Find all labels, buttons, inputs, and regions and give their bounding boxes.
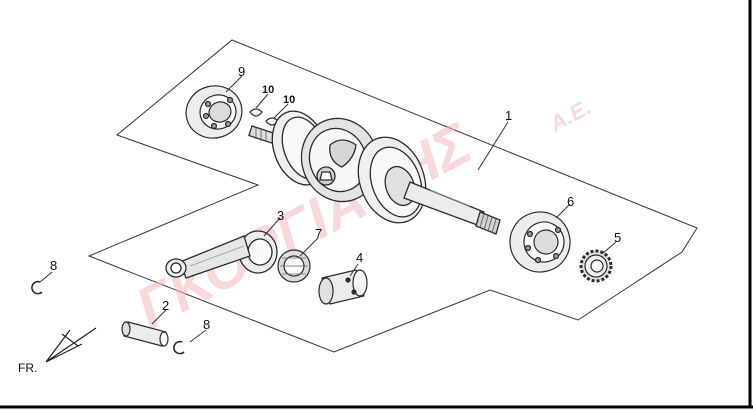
- callout-drive-gear: 5: [614, 230, 621, 245]
- callout-circlip-bottom: 8: [203, 317, 210, 332]
- callout-bearing-left: 9: [238, 64, 245, 79]
- bearing-right: [509, 211, 571, 273]
- needle-bearing: [277, 249, 311, 283]
- front-direction-arrow: [45, 327, 97, 363]
- circlip-bottom: [173, 340, 185, 355]
- pin-bushing: [318, 269, 368, 305]
- drive-gear: [579, 249, 613, 283]
- callout-key-a: 10: [262, 84, 274, 96]
- crankshaft: [248, 110, 501, 235]
- circlip-left: [31, 280, 43, 295]
- bearing-left: [185, 85, 243, 139]
- callout-pin-bushing: 4: [356, 250, 363, 265]
- assembly-outline: [87, 39, 698, 353]
- callout-connecting-rod: 3: [277, 208, 284, 223]
- piston-pin: [121, 321, 169, 347]
- callout-key-b: 10: [283, 94, 295, 106]
- watermark-suffix: Α.Ε.: [545, 94, 595, 137]
- callout-circlip-left: 8: [50, 258, 57, 273]
- leader-lines: [39, 75, 617, 343]
- front-label: FR.: [18, 361, 37, 375]
- callout-bearing-right: 6: [567, 194, 574, 209]
- callout-crankshaft: 1: [505, 108, 512, 123]
- callout-piston-pin: 2: [162, 298, 169, 313]
- callout-needle-bearing: 7: [315, 226, 322, 241]
- woodruff-key-a: [249, 108, 263, 117]
- connecting-rod: [165, 230, 278, 279]
